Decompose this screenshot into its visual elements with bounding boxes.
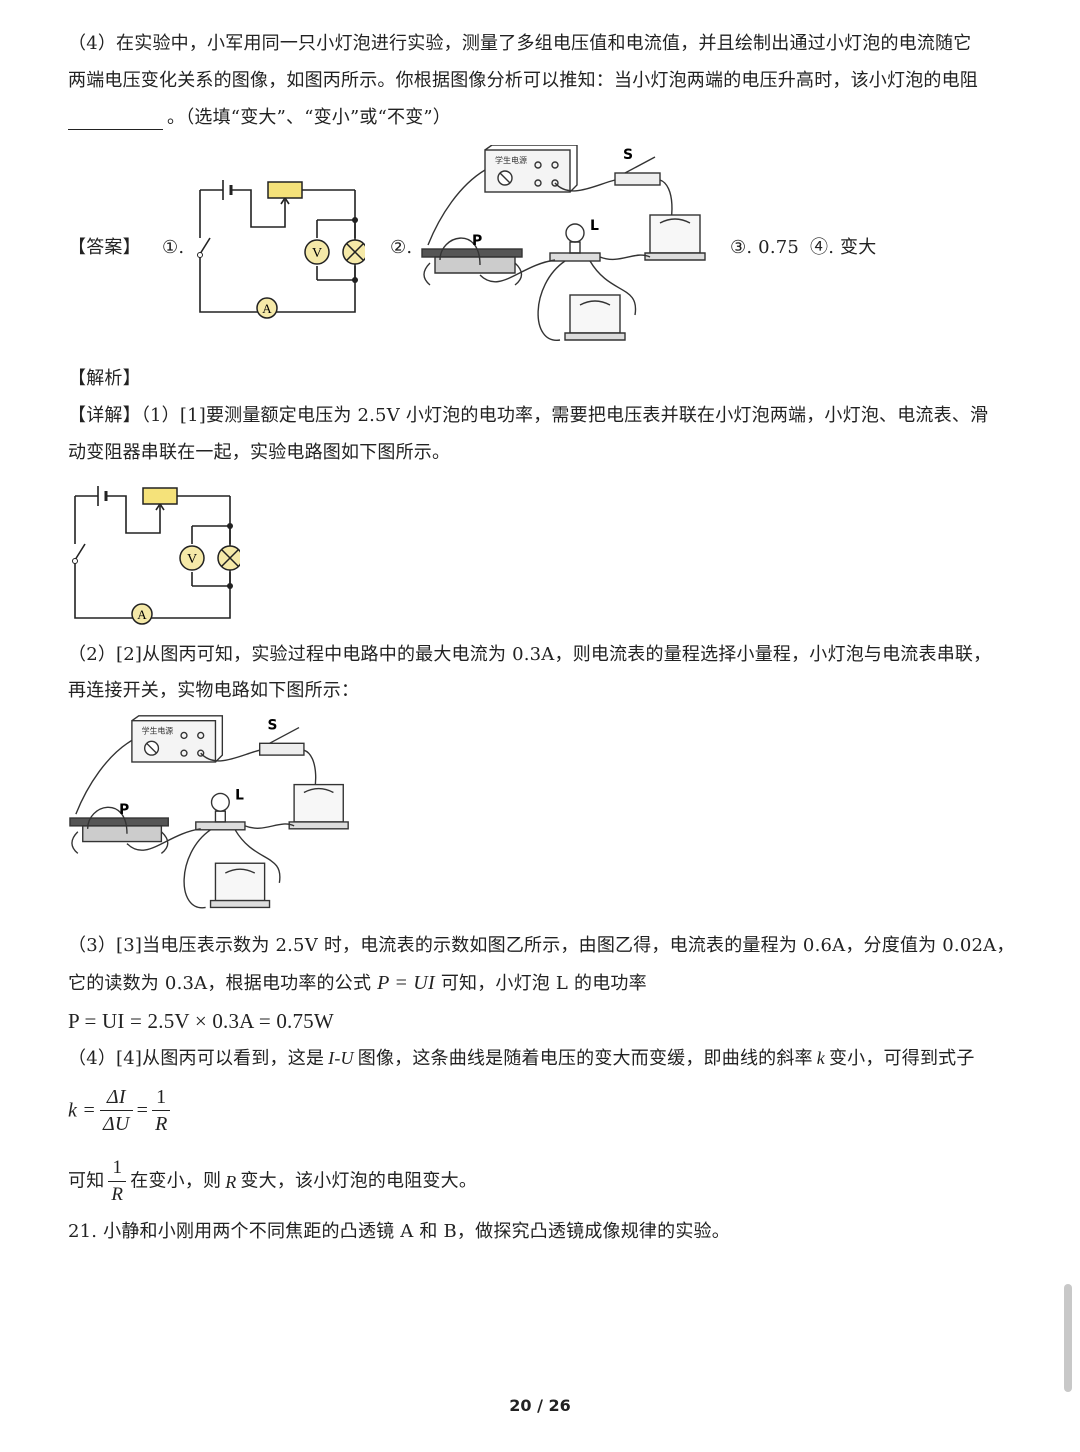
answer-3: ③. 0.75 [730, 237, 800, 258]
power-supply-icon [484, 149, 571, 193]
denominator: R [111, 1184, 124, 1205]
q4-line-1: （4）在实验中，小军用同一只小灯泡进行实验，测量了多组电压值和电流值，并且绘制出… [68, 33, 972, 54]
conclusion-pre: 可知 [68, 1170, 105, 1192]
p3-text-a: 它的读数为 0.3A，根据电功率的公式 [68, 973, 372, 994]
ammeter-icon [131, 603, 153, 625]
rheostat-label: P [119, 802, 129, 818]
rheostat-device-icon [69, 817, 169, 827]
power-supply-icon [131, 720, 217, 763]
conclusion-mid: 在变小，则 [130, 1170, 222, 1192]
answer-label: 【答案】 [68, 237, 141, 258]
power-supply-label: 学生电源 [142, 725, 174, 735]
question-21: 21. 小静和小刚用两个不同焦距的凸透镜 A 和 B，做探究凸透镜成像规律的实验… [68, 1221, 730, 1242]
junction-dot [227, 523, 233, 529]
p4-text-c: 变小，可得到式子 [828, 1048, 975, 1069]
p2-line-2: 再连接开关，实物电路如下图所示： [68, 680, 360, 701]
answer-4: ④. 变大 [810, 237, 877, 258]
p4-text-a: （4）[4]从图丙可以看到，这是 [68, 1048, 325, 1069]
rheostat-icon [142, 487, 178, 505]
numerator: 1 [108, 1155, 127, 1182]
voltmeter-label: V [312, 246, 322, 261]
voltmeter-label: V [187, 552, 197, 567]
switch-pivot [72, 558, 78, 564]
power-formula-inline: P = UI [377, 972, 435, 994]
iu-label: I-U [328, 1048, 354, 1068]
detail-line-2: 动变阻器串联在一起，实验电路图如下图所示。 [68, 442, 451, 463]
ammeter-device-icon [293, 783, 344, 823]
r-symbol: R [225, 1171, 237, 1192]
p3-line-1: （3）[3]当电压表示数为 2.5V 时，电流表的示数如图乙所示，由图乙得，电流… [68, 935, 1015, 956]
switch-label: S [623, 147, 633, 163]
switch-icon [259, 742, 305, 756]
page-indicator: 20 / 26 [509, 1396, 571, 1415]
circuit-schematic: V A [197, 180, 368, 319]
numerator: 1 [152, 1084, 171, 1111]
k-symbol: k [816, 1048, 825, 1068]
rheostat-icon [267, 181, 303, 199]
ammeter-label: A [137, 607, 147, 622]
lamp-holder-icon [549, 252, 601, 262]
p2-line-1: （2）[2]从图丙可知，实验过程中电路中的最大电流为 0.3A，则电流表的量程选… [68, 644, 992, 665]
ammeter-device-icon [649, 214, 701, 254]
answer-1-label: ①. [162, 237, 185, 258]
physical-circuit-drawing: 学生电源 S L P [69, 715, 349, 909]
lamp-label: L [590, 218, 599, 234]
power-formula: P = UI = 2.5V × 0.3A = 0.75W [68, 1009, 334, 1033]
junction-dot [227, 583, 233, 589]
lamp-label: L [235, 787, 244, 803]
lamp-holder-icon [195, 821, 246, 831]
rheostat-device-icon [421, 248, 523, 258]
switch-pivot [197, 252, 203, 258]
circuit-diagram-analysis: V A [68, 478, 243, 632]
p1-text: （1）[1]要测量额定电压为 2.5V 小灯泡的电功率，需要把电压表并联在小灯泡… [140, 405, 989, 426]
q4-line-2: 两端电压变化关系的图像，如图丙所示。你根据图像分析可以推知：当小灯泡两端的电压升… [68, 70, 978, 91]
denominator: R [155, 1113, 168, 1135]
q4-line-3-text: 。（选填“变大”、“变小”或“不变”） [167, 107, 452, 128]
conclusion-post: 变大，该小灯泡的电阻变大。 [240, 1170, 478, 1192]
q4-line-3: 。（选填“变大”、“变小”或“不变”） [68, 106, 451, 130]
p3-text-b: 可知，小灯泡 L 的电功率 [440, 973, 647, 994]
circuit-schematic: V A [72, 486, 243, 625]
physical-circuit-drawing: 学生电源 S L P [421, 144, 706, 341]
switch-label: S [268, 718, 278, 734]
circuit-diagram-answer: V A [193, 172, 368, 326]
rheostat-label: P [472, 233, 482, 249]
analysis-label: 【解析】 [68, 368, 141, 389]
ammeter-label: A [262, 301, 272, 316]
power-supply-label: 学生电源 [495, 155, 527, 165]
detail-label: 【详解】 [68, 405, 141, 426]
physical-circuit-answer: 学生电源 S L P [420, 144, 715, 355]
physical-circuit-analysis: 学生电源 S L P [68, 715, 358, 923]
scrollbar[interactable] [1064, 1284, 1072, 1392]
junction-dot [352, 217, 358, 223]
junction-dot [352, 277, 358, 283]
answer-2-label: ②. [390, 237, 413, 258]
voltmeter-icon [304, 239, 330, 265]
power-calculation: P = UI = 2.5V × 0.3A = 0.75W [68, 1009, 334, 1033]
p4-text-b: 图像，这条曲线是随着电压的变大而变缓，即曲线的斜率 [357, 1048, 813, 1069]
equals: = [136, 1099, 149, 1122]
detail-line-1: 【详解】（1）[1]要测量额定电压为 2.5V 小灯泡的电功率，需要把电压表并联… [68, 404, 988, 428]
denominator: ΔU [102, 1113, 130, 1135]
ammeter-icon [256, 297, 278, 319]
voltmeter-icon [179, 545, 205, 571]
k-lhs: k = [68, 1099, 96, 1122]
bulb-icon [210, 792, 230, 812]
bulb-icon [565, 223, 585, 243]
answer-blank [68, 111, 163, 130]
numerator: ΔI [99, 1084, 133, 1111]
switch-icon [614, 172, 661, 186]
